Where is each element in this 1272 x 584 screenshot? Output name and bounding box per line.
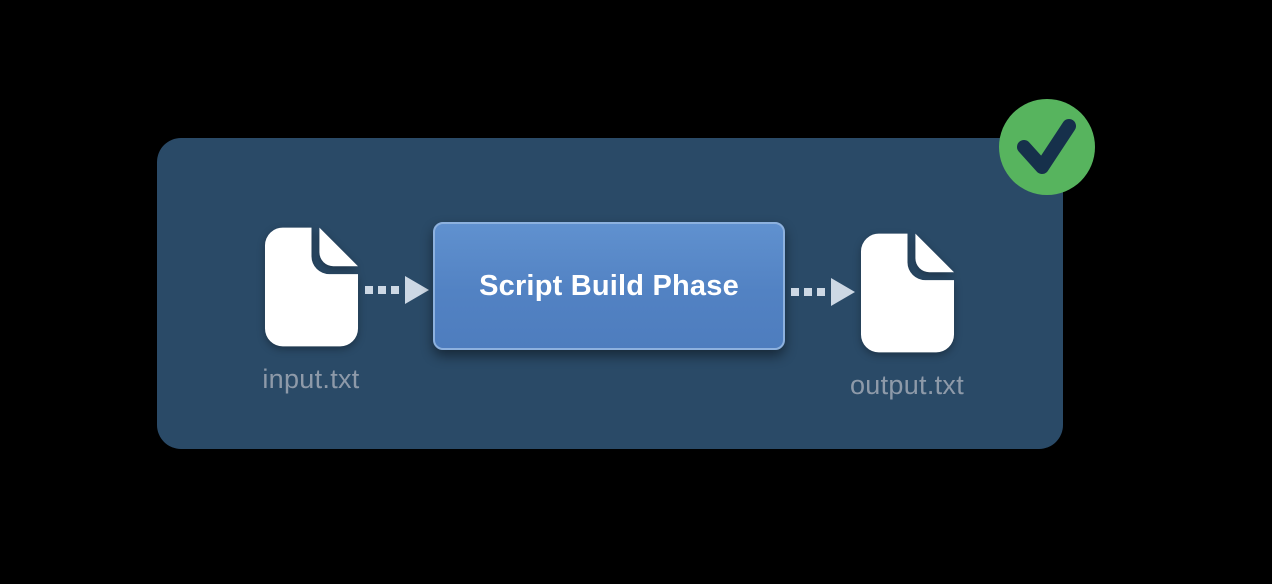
dotted-arrow-right-icon	[365, 276, 429, 304]
output-file-label: output.txt	[849, 370, 965, 400]
script-build-phase-node: Script Build Phase	[433, 222, 785, 350]
script-build-phase-label: Script Build Phase	[479, 269, 739, 302]
output-file-node: output.txt	[832, 232, 982, 401]
input-file-label: input.txt	[262, 364, 360, 394]
dotted-arrow-right-icon	[791, 278, 855, 306]
document-icon	[860, 233, 954, 353]
checkmark-icon	[999, 99, 1095, 195]
input-file-node: input.txt	[236, 226, 386, 395]
document-icon	[264, 227, 358, 347]
pipeline-panel: input.txt Script Build Phase output.	[157, 138, 1063, 449]
